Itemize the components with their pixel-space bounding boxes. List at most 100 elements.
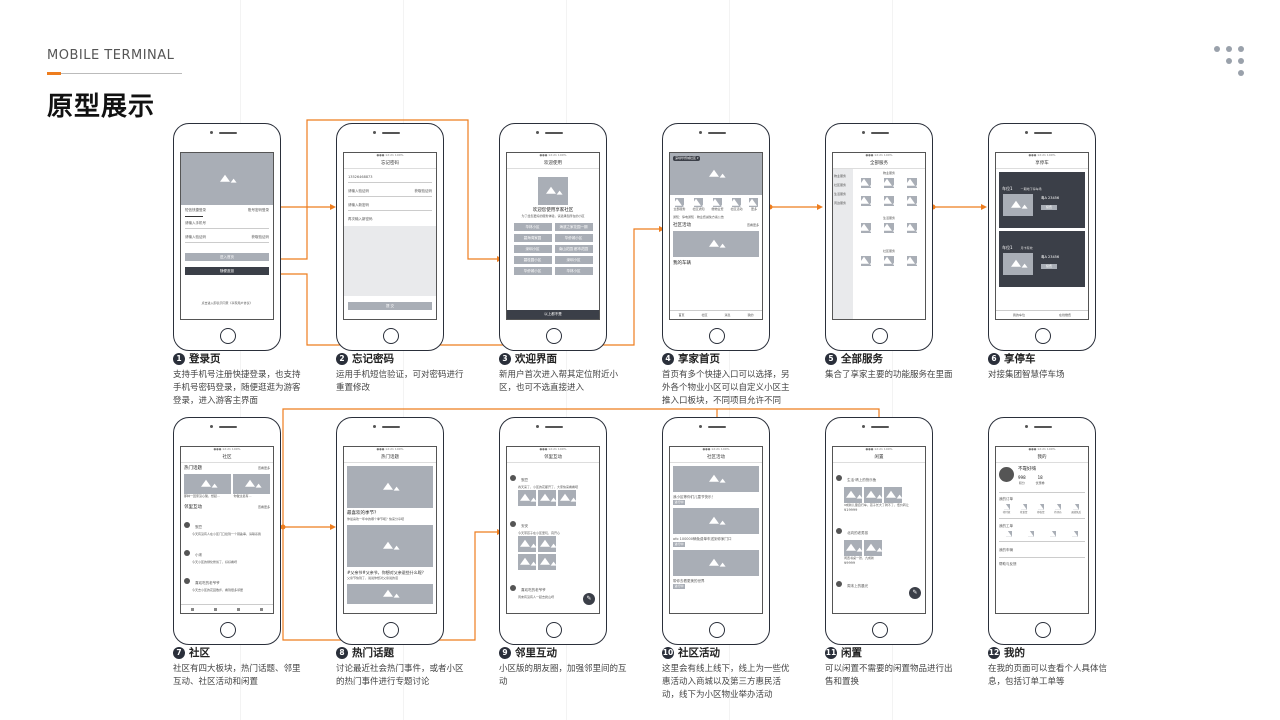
hot-topic-card[interactable]: 你做过最有…	[233, 494, 252, 498]
community-chip[interactable]: 华林小区	[513, 223, 552, 231]
community-chip[interactable]: 华侨城小区	[513, 267, 552, 275]
my-vehicles-link[interactable]: 我的车辆	[999, 548, 1013, 552]
phone-home: 深圳华侨城社区 ▾ 全部服务 社区通知 缴物业费 社区活动 更多 通知：停电通知…	[662, 123, 770, 351]
list-item[interactable]: 周末上的晨光	[833, 569, 925, 594]
phone-field[interactable]: 13526468873	[348, 175, 373, 179]
list-item[interactable]: 喜欢吃的老爷爷 周末有没有人一起去爬山呀	[507, 573, 599, 603]
caption-title: 忘记密码	[352, 353, 394, 365]
feedback-link[interactable]: 帮助与反馈	[999, 562, 1017, 566]
list-item[interactable]: 生活·晴上的快乐鱼 9成新儿童自行车，孩子长大了骑不了，低价转让 ¥19999	[833, 463, 925, 516]
list-item[interactable]: 小宋今天小区的绿化修剪了，好好看呀	[181, 539, 273, 567]
topic-image-icon[interactable]	[347, 525, 433, 567]
points-count[interactable]: 998	[1018, 475, 1026, 480]
compose-button[interactable]: ✎	[909, 587, 921, 599]
sidebar-item[interactable]: 生活服务	[834, 192, 847, 196]
activity-title[interactable]: 带你去看更美的世界	[673, 579, 705, 583]
work-orders-title[interactable]: 我的工单	[999, 524, 1013, 528]
activity-card-icon[interactable]	[673, 231, 759, 257]
list-item[interactable]: 喜欢吃的老爷爷今天去小区的花园散步，看到很多邻居	[181, 567, 273, 595]
agreement-text[interactable]: 点击进入即表示同意《享家用户协议》	[201, 301, 253, 305]
order-item[interactable]: 待发货	[1019, 511, 1028, 514]
orders-title[interactable]: 我的订单	[999, 497, 1013, 501]
list-item[interactable]: 北向的老男孩 闲置书桌一张，九成新 ¥9999	[833, 516, 925, 569]
tab-mine[interactable]: 我的	[747, 312, 754, 317]
list-item[interactable]: 安安 今天带孩子在小区里玩，真开心	[507, 509, 599, 573]
location-selector[interactable]: 深圳华侨城社区 ▾	[673, 156, 701, 161]
tab-community[interactable]: 社区	[701, 312, 708, 317]
community-chip[interactable]: 碧海湾家园	[513, 234, 552, 242]
renew-button[interactable]: 续费	[1041, 264, 1057, 269]
step-number: 2	[336, 352, 348, 365]
caption-title: 社区	[189, 647, 210, 659]
topic-title[interactable]: #父亲节#父亲节，你想对父亲说些什么呢？	[347, 570, 426, 575]
sidebar-item[interactable]: 物业服务	[834, 174, 847, 178]
parking-card[interactable]: 车位1 月卡有效 粤A 23456 续费	[999, 231, 1085, 287]
community-chip[interactable]: 海滨之家花园一期	[554, 223, 593, 231]
order-item[interactable]: 待收货	[1036, 511, 1045, 514]
entry-all-services[interactable]: 全部服务	[673, 207, 686, 211]
browse-button[interactable]: 随便逛逛	[185, 267, 269, 275]
tab-password-login[interactable]: 账号密码登录	[248, 208, 269, 212]
get-code-button[interactable]: 获取验证码	[251, 235, 270, 239]
activity-title[interactable]: 我小区等你们儿童节快乐！	[673, 495, 715, 499]
community-chip[interactable]: 碧桂园小区	[513, 256, 552, 264]
topic-image-icon[interactable]	[347, 466, 433, 508]
list-item[interactable]: 豌豆今天有没有人在小区门口捡到一个钥匙串，请联系我	[181, 511, 273, 539]
nav-title: 邻里互动	[507, 452, 599, 463]
community-chip[interactable]: 华侨城小区	[554, 234, 593, 242]
renew-button[interactable]: 续费	[1041, 205, 1057, 210]
more-link[interactable]: 查看更多	[257, 505, 270, 509]
order-item[interactable]: 退款售后	[1071, 511, 1082, 514]
sidebar-item[interactable]: 社区服务	[834, 183, 847, 187]
activity-image-icon[interactable]	[673, 550, 759, 576]
topic-title[interactable]: 最喜欢的季节？	[347, 511, 379, 516]
avatar[interactable]	[999, 467, 1014, 482]
caption-desc: 对接集团智慧停车场	[988, 370, 1065, 380]
new-password-input[interactable]: 请输入新密码	[348, 203, 369, 207]
activity-title[interactable]: ofo 100000辆免费单车送到你家门口	[673, 537, 732, 541]
list-item[interactable]: 豌豆 春天来了，小区的花都开了，大家快来看看吧	[507, 463, 599, 509]
parking-card[interactable]: 车位1 一期地下停车场 粤A 23456 续费	[999, 172, 1085, 228]
get-code-button[interactable]: 获取验证码	[414, 189, 433, 193]
more-link[interactable]: 查看更多	[746, 223, 759, 227]
coupon-count[interactable]: 18	[1037, 475, 1043, 480]
confirm-password-input[interactable]: 再次输入新密码	[348, 217, 373, 221]
tab-messages[interactable]: 消息	[724, 312, 731, 317]
enter-button[interactable]: 以上都不是	[507, 310, 599, 319]
phone-input[interactable]: 请输入手机号	[185, 221, 206, 225]
tab-sms-login[interactable]: 短信快捷登录	[185, 208, 206, 212]
phone-community: ●●● 12:21 100% 社区 热门话题 查看更多 那种一回家没心酸，想起……	[173, 417, 281, 645]
activity-image-icon[interactable]	[673, 466, 759, 492]
entry-more[interactable]: 更多	[750, 207, 757, 211]
news-ticker[interactable]: 通知：停电通知 · 物业费减免方案公告	[673, 215, 724, 219]
login-button[interactable]: 进入首页	[185, 253, 269, 261]
bottom-tabbar: 首页 社区 消息 我的	[670, 310, 762, 319]
entry-notices[interactable]: 社区通知	[692, 207, 705, 211]
hot-topic-card[interactable]: 那种一回家没心酸，想起…	[184, 494, 221, 498]
entry-property-fee[interactable]: 缴物业费	[711, 207, 724, 211]
community-chip[interactable]: 深圳小区	[513, 245, 552, 253]
community-chip[interactable]: 深圳小区	[554, 256, 593, 264]
community-chip[interactable]: 华林小区	[554, 267, 593, 275]
activity-image-icon[interactable]	[673, 508, 759, 534]
code-input[interactable]: 请输入验证码	[348, 189, 369, 193]
topic-image-icon[interactable]	[347, 584, 433, 604]
caption-title: 登录页	[189, 353, 221, 365]
pay-online-tab[interactable]: 在线缴费	[1058, 312, 1071, 317]
submit-button[interactable]: 提 交	[348, 302, 432, 310]
topic-subtitle: 你最喜欢一年中的哪个季节呢？快来分享吧	[347, 517, 405, 521]
more-link[interactable]: 查看更多	[257, 466, 270, 470]
community-chip[interactable]: 南山花园 都市花园	[554, 245, 593, 253]
code-input[interactable]: 请输入验证码	[185, 235, 206, 239]
tab-home[interactable]: 首页	[678, 312, 685, 317]
order-item[interactable]: 待付款	[1002, 511, 1011, 514]
order-item[interactable]: 待评价	[1054, 511, 1062, 514]
entry-activities[interactable]: 社区活动	[730, 207, 743, 211]
nav-title: 全部服务	[833, 158, 925, 169]
home-button	[383, 622, 399, 638]
sidebar-item[interactable]: 周边服务	[834, 201, 847, 205]
my-spot-tab[interactable]: 我的车位	[1012, 312, 1025, 317]
compose-button[interactable]: ✎	[583, 593, 595, 605]
